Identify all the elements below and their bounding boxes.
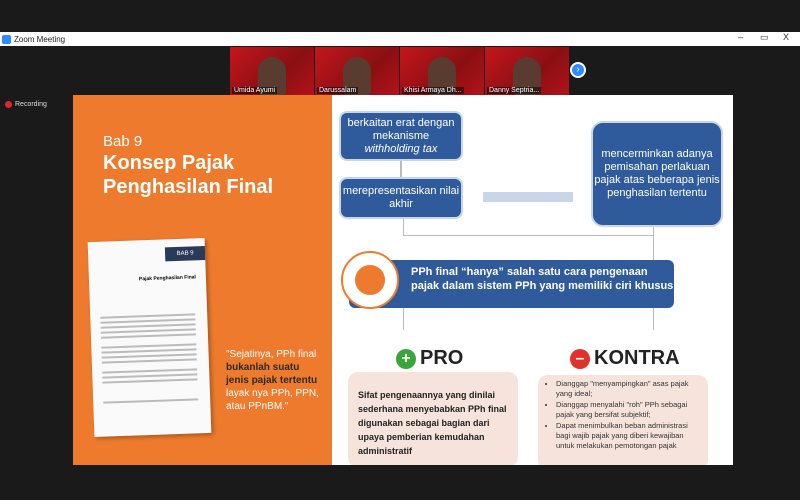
minimize-button[interactable]: – (738, 32, 744, 42)
box-text: berkaitan erat dengan mekanisme (347, 116, 455, 142)
box-text-italic: withholding tax (364, 142, 438, 155)
kontra-heading: –KONTRA (570, 347, 680, 370)
book-page-image: BAB 9 Pajak Penghasilan Final (87, 238, 212, 437)
main-statement: PPh final “hanya” salah satu cara pengen… (349, 260, 674, 308)
participant-video[interactable]: Darussalam (315, 47, 399, 95)
participant-video[interactable]: Umida Ayumi (230, 47, 314, 95)
quote-text-end: layak nya PPh, PPN, atau PPnBM." (226, 388, 319, 412)
pro-card: Sifat pengenaannya yang dinilai sederhan… (348, 372, 518, 465)
chevron-right-icon: › (576, 64, 580, 75)
participant-strip: Umida Ayumi Darussalam Khisi Armaya Dh..… (230, 47, 569, 95)
recording-indicator[interactable]: Recording (5, 101, 47, 108)
book-heading: Pajak Penghasilan Final (138, 274, 197, 283)
kontra-label: KONTRA (594, 347, 680, 369)
quote-bold: bukanlah suatu jenis pajak tertentu (226, 362, 318, 386)
close-button[interactable]: X (783, 32, 790, 42)
chapter-label: Bab 9 (103, 133, 143, 150)
recording-label: Recording (15, 101, 47, 108)
quote: "Sejatinya, PPh final bukanlah suatu jen… (226, 348, 321, 413)
book-tab: BAB 9 (164, 246, 206, 262)
box-pemisahan: mencerminkan adanya pemisahan perlakuan … (591, 121, 723, 227)
participant-name: Khisi Armaya Dh... (402, 87, 464, 94)
pro-label: PRO (420, 347, 464, 369)
slide-title: Konsep Pajak Penghasilan Final (103, 152, 274, 198)
window-title: Zoom Meeting (14, 34, 66, 44)
kontra-item: Dianggap "menyampingkan" asas pajak yang… (556, 379, 700, 399)
kontra-item: Dianggap menyalahi "roh" PPh sebagai paj… (556, 400, 700, 420)
connector (400, 161, 402, 177)
participant-video[interactable]: Khisi Armaya Dh... (400, 47, 484, 95)
record-icon (5, 101, 12, 108)
participant-name: Umida Ayumi (232, 87, 278, 94)
shared-slide: Bab 9 Konsep Pajak Penghasilan Final BAB… (73, 95, 733, 465)
next-participants-button[interactable]: › (570, 62, 586, 78)
connector (403, 235, 653, 236)
lightbulb-gear-icon (341, 251, 399, 309)
plus-icon: + (396, 348, 416, 369)
participant-name: Danny Septria... (487, 87, 542, 94)
minus-icon: – (570, 348, 590, 369)
arrow-right-icon (483, 192, 573, 202)
zoom-logo-icon (2, 34, 11, 44)
title-bar: Zoom Meeting – ▭ X (0, 32, 800, 46)
participant-video[interactable]: Danny Septria... (485, 47, 569, 95)
kontra-card: Dianggap "menyampingkan" asas pajak yang… (538, 375, 708, 465)
participant-name: Darussalam (317, 87, 359, 94)
pro-heading: +PRO (396, 347, 463, 370)
quote-text: "Sejatinya, PPh final (226, 349, 317, 360)
kontra-item: Dapat menimbulkan beban administrasi bag… (556, 421, 700, 451)
box-nilai-akhir: merepresentasikan nilai akhir (339, 177, 463, 219)
restore-button[interactable]: ▭ (760, 32, 769, 42)
